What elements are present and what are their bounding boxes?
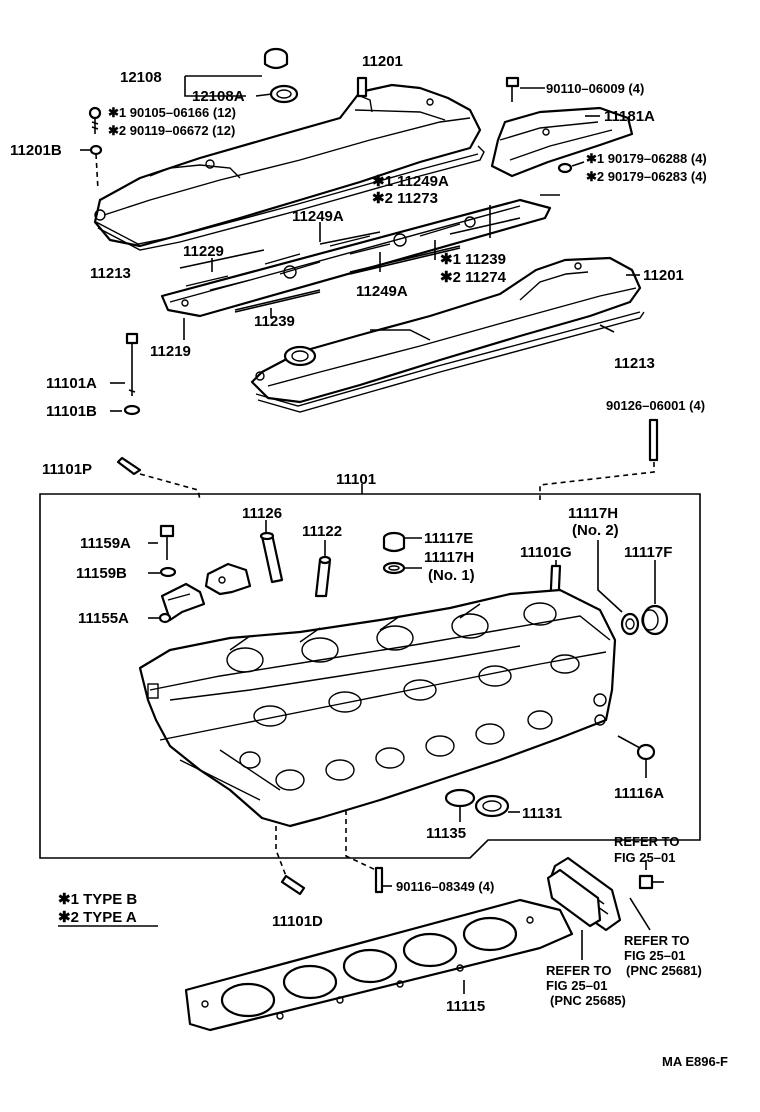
label-11117H-no2-sub: (No. 2) bbox=[572, 522, 619, 539]
cylinder-head-assembly-frame bbox=[39, 493, 701, 859]
ref3-line1: REFER TO bbox=[546, 963, 612, 978]
label-11159B: 11159B bbox=[76, 565, 127, 582]
label-11126: 11126 bbox=[242, 505, 282, 522]
label-11249A-type-b: ✱1 11249A bbox=[372, 173, 449, 190]
cylinder-head bbox=[138, 588, 617, 828]
plug-11116A bbox=[636, 743, 656, 761]
label-90179-1: ✱1 90179–06288 (4) bbox=[586, 151, 707, 166]
heat-insulator-11181A bbox=[490, 106, 634, 178]
legend-type-b: ✱1 TYPE B bbox=[58, 891, 137, 908]
label-11116A: 11116A bbox=[614, 785, 664, 802]
label-90119: ✱2 90119–06672 (12) bbox=[108, 123, 235, 138]
label-11135: 11135 bbox=[426, 825, 466, 842]
manifold-gasket-ref bbox=[546, 856, 622, 932]
gasket-right bbox=[255, 311, 645, 413]
label-11201-right: 11201 bbox=[643, 267, 684, 284]
legend-type-a: ✱2 TYPE A bbox=[58, 909, 137, 926]
label-11219: 11219 bbox=[150, 343, 191, 360]
plug-11117E bbox=[382, 531, 406, 553]
ref1-line2: FIG 25–01 bbox=[614, 850, 675, 865]
gasket-left bbox=[95, 145, 485, 251]
ref2-line2: FIG 25–01 bbox=[624, 948, 685, 963]
screw-90105 bbox=[88, 106, 103, 191]
label-11117H-no2: 11117H bbox=[568, 505, 618, 522]
label-11181A: 11181A bbox=[604, 108, 655, 125]
ref3-line3: (PNC 25685) bbox=[550, 993, 626, 1008]
head-bolt-11101A bbox=[123, 332, 141, 416]
valve-guide-11122 bbox=[314, 555, 332, 598]
figure-code: MA E896-F bbox=[662, 1054, 728, 1069]
stud-90116 bbox=[374, 866, 384, 894]
label-90116: 90116–08349 (4) bbox=[396, 879, 494, 894]
label-11131: 11131 bbox=[522, 805, 562, 822]
plug-11117H-no1 bbox=[382, 561, 406, 575]
label-12108A: 12108A bbox=[192, 88, 245, 105]
label-90110: 90110–06009 (4) bbox=[546, 81, 644, 96]
label-90179-2: ✱2 90179–06283 (4) bbox=[586, 169, 707, 184]
label-11101A: 11101A bbox=[46, 375, 97, 392]
label-90105: ✱1 90105–06166 (12) bbox=[108, 105, 236, 120]
label-11101G: 11101G bbox=[520, 544, 572, 561]
label-11101P: 11101P bbox=[42, 461, 92, 478]
label-90126: 90126–06001 (4) bbox=[606, 398, 705, 413]
label-11101B: 11101B bbox=[46, 403, 97, 420]
label-11273: ✱2 11273 bbox=[372, 190, 438, 207]
seal-11131 bbox=[474, 794, 510, 818]
label-11239: 11239 bbox=[254, 313, 295, 330]
label-11159A: 11159A bbox=[80, 535, 131, 552]
head-gasket-11115 bbox=[184, 898, 574, 1032]
label-11117F: 11117F bbox=[624, 544, 672, 561]
label-11249A-bottom: 11249A bbox=[356, 283, 408, 300]
label-11201-top: 11201 bbox=[362, 53, 403, 70]
plug-11117F bbox=[641, 604, 669, 636]
gasket-set-center bbox=[160, 198, 552, 318]
label-11101D: 11101D bbox=[272, 913, 323, 930]
stud-90126 bbox=[648, 418, 659, 462]
label-12108: 12108 bbox=[120, 69, 162, 86]
bolt-ref bbox=[638, 874, 664, 890]
label-11201B: 11201B bbox=[10, 142, 62, 159]
valve-cover-right bbox=[250, 256, 642, 404]
pin-11101D bbox=[280, 874, 306, 896]
label-11249A-top: 11249A bbox=[292, 208, 344, 225]
ref3-line2: FIG 25–01 bbox=[546, 978, 607, 993]
plug-11117H-no2 bbox=[620, 612, 640, 636]
label-11229: 11229 bbox=[183, 243, 224, 260]
valve-guide-11126 bbox=[259, 531, 284, 584]
label-11117E: 11117E bbox=[424, 530, 473, 547]
label-11117H-no1-sub: (No. 1) bbox=[428, 567, 475, 584]
seal-11135 bbox=[444, 788, 476, 808]
bolt-11159A bbox=[159, 524, 175, 560]
label-11101: 11101 bbox=[336, 471, 376, 488]
label-11274: ✱2 11274 bbox=[440, 269, 507, 286]
label-11155A: 11155A bbox=[78, 610, 129, 627]
label-11115: 11115 bbox=[446, 998, 485, 1015]
label-11122: 11122 bbox=[302, 523, 342, 540]
valve-cover-left bbox=[93, 76, 482, 248]
ref2-line3: (PNC 25681) bbox=[626, 963, 702, 978]
label-11239-type-b: ✱1 11239 bbox=[440, 251, 506, 268]
plug-11101P bbox=[116, 456, 142, 476]
label-11213-right: 11213 bbox=[614, 355, 655, 372]
ref2-line1: REFER TO bbox=[624, 933, 690, 948]
label-11213-left: 11213 bbox=[90, 265, 131, 282]
bearing-cap-right bbox=[204, 562, 252, 596]
bolt-90110 bbox=[505, 76, 520, 102]
label-11117H-no1: 11117H bbox=[424, 549, 474, 566]
ref1-line1: REFER TO bbox=[614, 834, 680, 849]
